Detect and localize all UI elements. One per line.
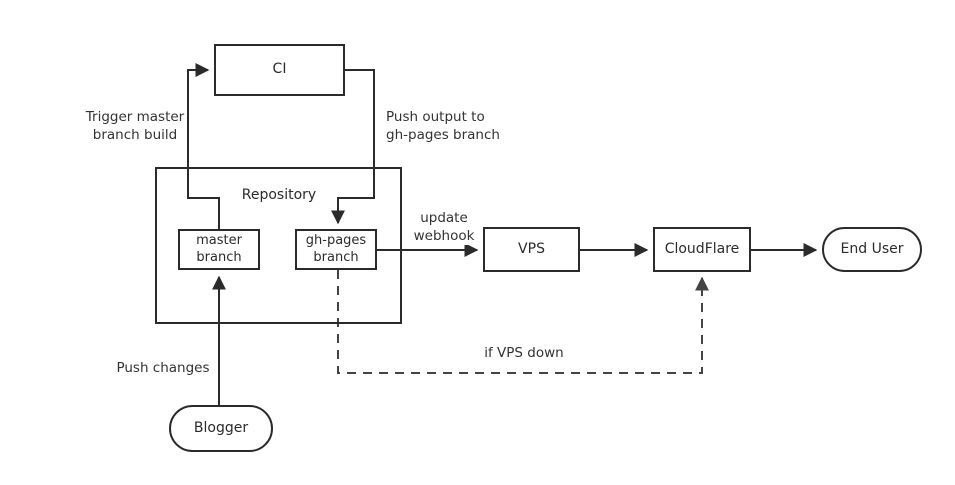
edge-label-push-changes: Push changes — [116, 360, 210, 376]
node-end-user[interactable]: End User — [822, 227, 922, 272]
edge-label-if-vps-down: if VPS down — [478, 344, 570, 363]
edge-label-trigger-master-branch-build: Trigger master branch build — [85, 109, 185, 144]
edge-ci-to-ghpages — [331, 69, 375, 225]
edge-ghpages-to-cloudflare-fallback — [337, 270, 709, 374]
repository-label: Repository — [241, 187, 317, 203]
edge-label-push-output-to-gh-pages-branch: Push output to gh-pages branch — [386, 109, 500, 144]
edge-label-update-webhook: update webhook — [405, 209, 483, 246]
node-cloudflare[interactable]: CloudFlare — [653, 227, 751, 272]
edge-master-to-ci — [187, 63, 220, 229]
node-repository-group[interactable] — [155, 167, 402, 324]
node-master-branch[interactable]: master branch — [178, 229, 260, 270]
node-gh-pages-branch[interactable]: gh-pages branch — [295, 229, 377, 270]
node-ci[interactable]: CI — [214, 44, 345, 96]
node-vps[interactable]: VPS — [483, 227, 580, 272]
node-blogger[interactable]: Blogger — [169, 405, 273, 452]
